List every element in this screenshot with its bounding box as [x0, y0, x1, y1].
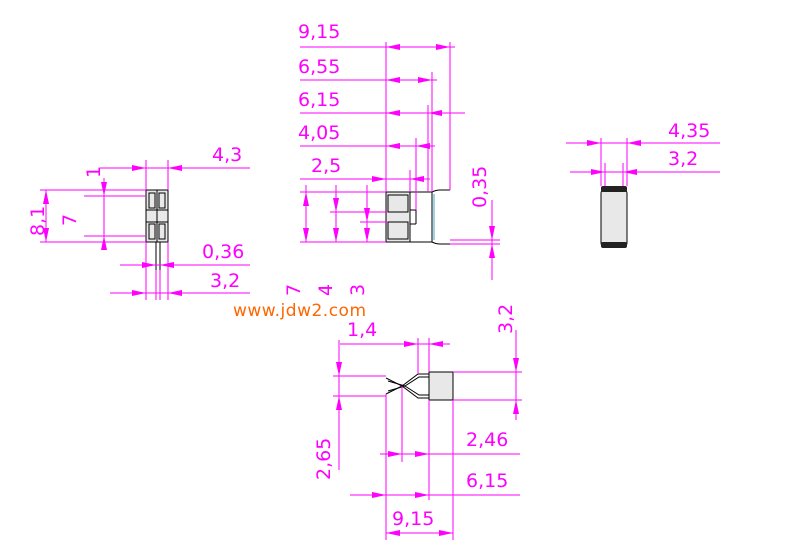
label-side-3: 3: [347, 284, 369, 296]
label-bottom-1-4: 1,4: [347, 319, 377, 341]
label-bottom-2-46: 2,46: [466, 429, 508, 451]
bottom-part-body: [428, 371, 454, 401]
label-side-0-35: 0,35: [469, 166, 491, 208]
label-side-4: 4: [315, 284, 337, 296]
label-left-3-2: 3,2: [210, 270, 240, 292]
label-bottom-9-15: 9,15: [392, 508, 434, 530]
bottom-view: 1,4 3,2 2,65 2,46 6,15 9,15: [313, 304, 522, 540]
label-bottom-3-2: 3,2: [495, 304, 517, 334]
label-bottom-6-15: 6,15: [466, 470, 508, 492]
label-side-4-05: 4,05: [298, 122, 340, 144]
side-part-body: [385, 191, 411, 243]
left-view: 1 4,3 8,1 7 0,36 3,2: [27, 144, 250, 300]
label-side-6-55: 6,55: [298, 56, 340, 78]
label-left-1: 1: [83, 166, 105, 178]
label-right-3-2: 3,2: [668, 148, 698, 170]
watermark-text: www.jdw2.com: [233, 301, 367, 321]
label-left-7: 7: [59, 214, 81, 226]
label-side-2-5: 2,5: [311, 155, 341, 177]
right-part-body: [600, 189, 628, 247]
label-side-7: 7: [283, 284, 305, 296]
label-side-9-15: 9,15: [298, 21, 340, 43]
label-left-0-36: 0,36: [202, 241, 244, 263]
label-left-8-1: 8,1: [27, 206, 49, 236]
label-bottom-2-65: 2,65: [313, 438, 335, 480]
label-left-4-3: 4,3: [212, 144, 242, 166]
side-view: 9,15 6,55 6,15 4,05 2,5 0,35 7 4 3: [283, 21, 500, 296]
right-view: 4,35 3,2: [566, 120, 720, 248]
label-right-4-35: 4,35: [668, 120, 710, 142]
label-side-6-15: 6,15: [298, 89, 340, 111]
